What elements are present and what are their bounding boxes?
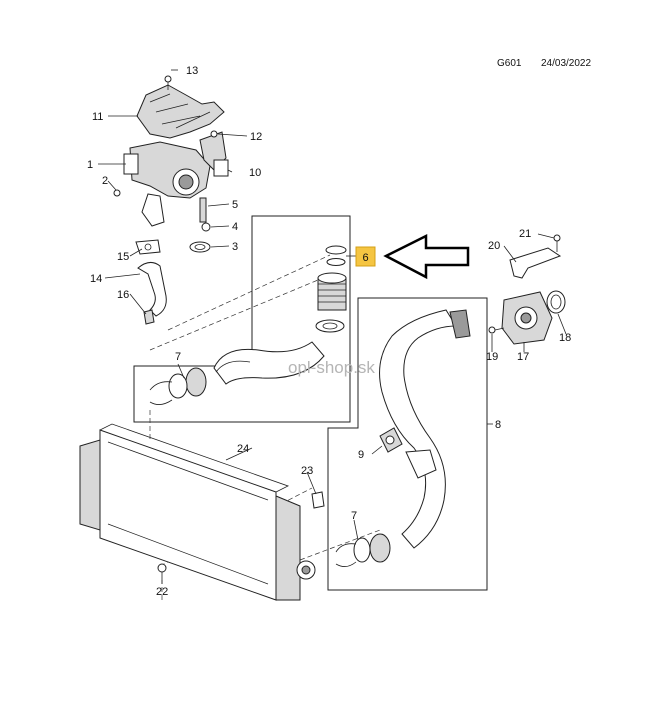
callout-11: 11	[92, 111, 103, 123]
callout-13: 13	[186, 65, 198, 77]
callout-21: 21	[519, 228, 531, 240]
bolt-21	[553, 234, 561, 252]
bracket-23	[311, 491, 325, 509]
o-ring-6	[325, 245, 347, 266]
bolt-19	[488, 326, 505, 334]
throttle-body-17	[501, 291, 553, 345]
callout-7-upper: 7	[175, 351, 181, 363]
callout-15: 15	[117, 251, 129, 263]
charge-air-hose-8	[379, 309, 471, 549]
callout-1: 1	[87, 159, 93, 171]
bracket-hose	[405, 449, 437, 479]
bolt-16	[143, 309, 155, 325]
turbocharger	[123, 131, 229, 227]
callout-6: 6	[362, 252, 368, 264]
gasket-3	[189, 241, 211, 253]
pointer-arrow	[383, 233, 470, 280]
watermark-text: opl-shop.sk	[288, 358, 375, 377]
callout-19: 19	[486, 351, 498, 363]
stud-5	[199, 197, 207, 223]
nut-4	[201, 222, 211, 232]
turbocharger-heat-shield	[136, 75, 225, 139]
callout-7-lower: 7	[351, 510, 357, 522]
clamp-7-lower	[335, 533, 391, 567]
group-frame-pipe-upper	[133, 215, 351, 423]
callout-22: 22	[156, 586, 168, 598]
bolt-2	[113, 189, 121, 197]
callout-17: 17	[517, 351, 529, 363]
bracket-15	[135, 239, 161, 255]
clamp-7-upper	[149, 367, 207, 405]
charge-air-hose-upper	[213, 341, 325, 385]
leader-lines	[98, 69, 567, 584]
callout-12: 12	[250, 131, 262, 143]
group-frame-hose-8	[327, 297, 488, 591]
callout-16: 16	[117, 289, 129, 301]
callout-18: 18	[559, 332, 571, 344]
callout-3: 3	[232, 241, 238, 253]
intercooler-24	[79, 423, 316, 601]
callout-14: 14	[90, 273, 102, 285]
highlight-badge	[355, 246, 376, 267]
charge-pipe-connector	[315, 272, 347, 333]
bolt-12	[210, 130, 218, 138]
callout-8: 8	[495, 419, 501, 431]
callout-9: 9	[358, 449, 364, 461]
bolt-22	[157, 563, 167, 580]
seal-18	[546, 290, 566, 314]
diagram-date: 24/03/2022	[541, 58, 591, 69]
sensor-9	[379, 427, 403, 453]
diagram-code: G601	[497, 58, 522, 69]
bracket-20	[509, 247, 562, 279]
callout-23: 23	[301, 465, 313, 477]
callout-24: 24	[237, 443, 249, 455]
oil-pipe-14	[137, 262, 167, 317]
callout-10: 10	[249, 167, 261, 179]
callout-2: 2	[102, 175, 108, 187]
callout-5: 5	[232, 199, 238, 211]
callout-4: 4	[232, 221, 238, 233]
callout-20: 20	[488, 240, 500, 252]
